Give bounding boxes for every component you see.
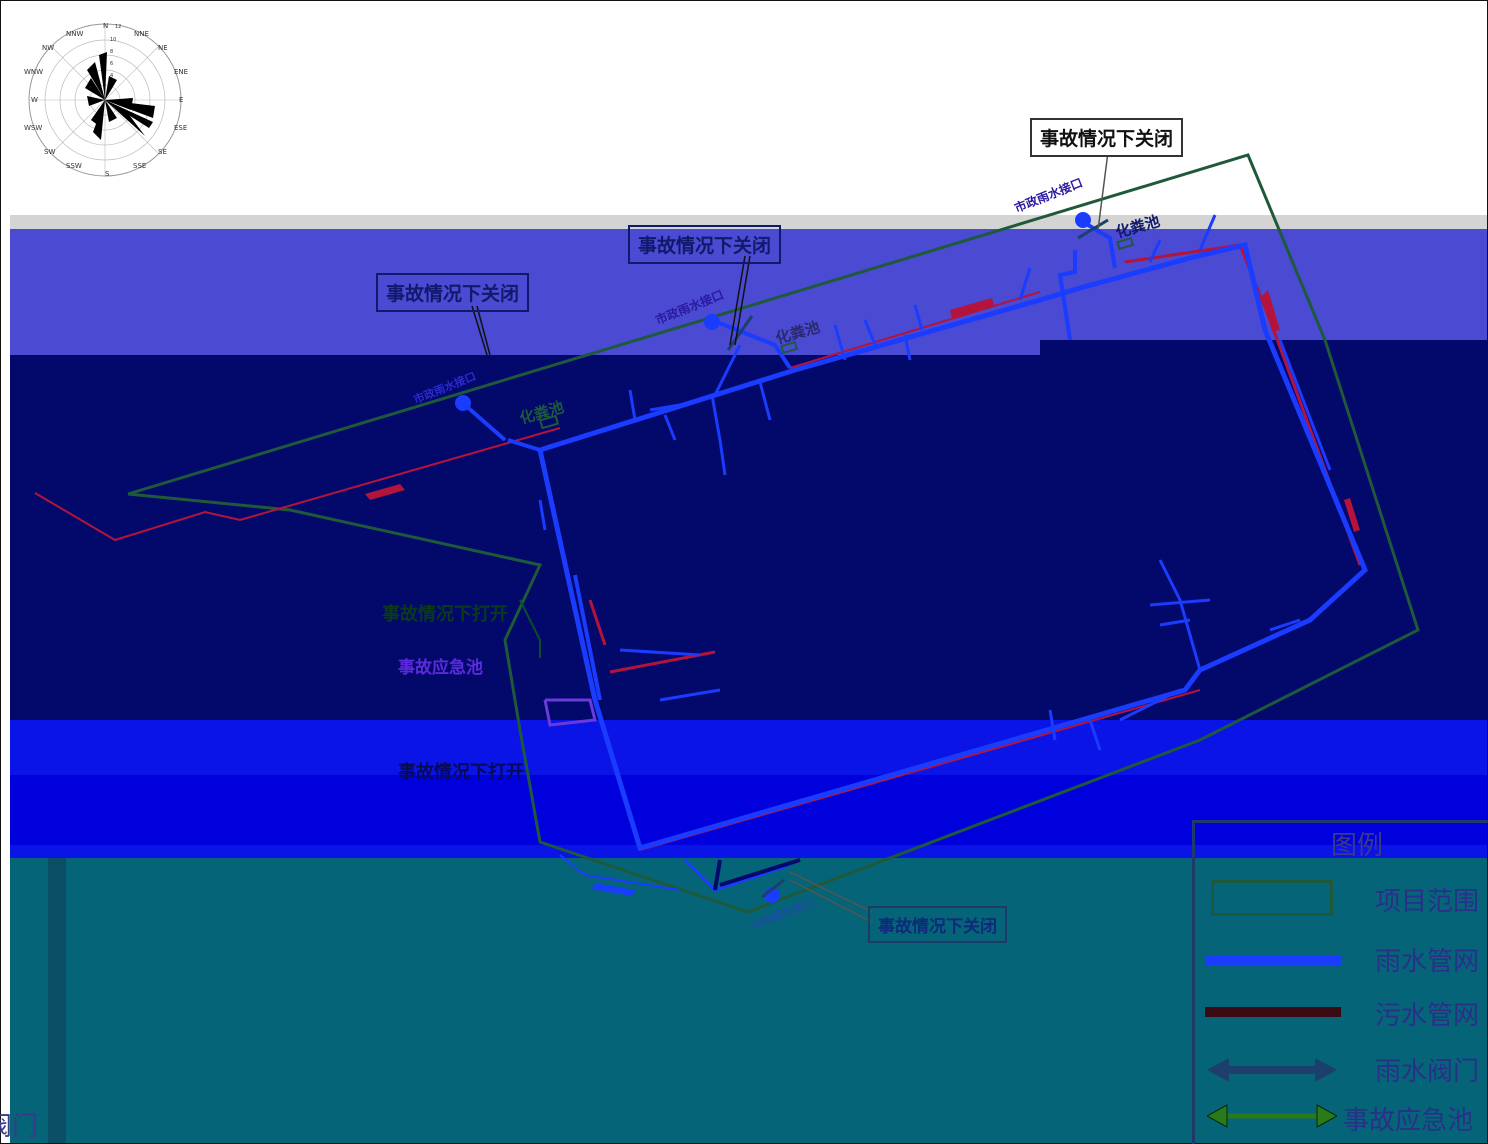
- sewage-pipe-north: [789, 291, 1041, 369]
- compass-ring-4: 4: [110, 73, 114, 79]
- compass-ring-6: 6: [110, 61, 114, 67]
- compass-label-wsw: WSW: [24, 124, 43, 132]
- compass-ring-10: 10: [110, 37, 117, 43]
- compass-label-ene: ENE: [174, 68, 189, 76]
- compass-ring-12: 12: [115, 24, 122, 30]
- compass-label-ssw: SSW: [66, 162, 82, 170]
- callout-close-bottom: 事故情况下关闭: [868, 906, 1007, 943]
- septic-tank: [780, 340, 799, 355]
- legend-symbol-boundary: [1211, 880, 1333, 916]
- band-light: [10, 215, 1488, 229]
- label-open-lower: 事故情况下打开: [398, 762, 524, 783]
- compass-label-se: SE: [158, 148, 167, 156]
- legend-symbol-rain-valve: [1207, 1058, 1337, 1082]
- outlet-node: [1075, 212, 1091, 228]
- legend-title: 图例: [1331, 831, 1384, 861]
- legend-label-sewage-pipe: 污水管网: [1375, 1001, 1480, 1031]
- compass-label-ese: ESE: [174, 124, 188, 132]
- legend-fragment-valve: 阀门: [0, 1112, 39, 1142]
- band-navy: [10, 355, 1488, 735]
- compass-label-n: N: [103, 22, 109, 30]
- legend: 图例 项目范围 雨水管网 污水管网 雨水阀门 事故应急池: [1192, 820, 1488, 1144]
- outlet-node: [455, 395, 471, 411]
- legend-label-emergency-pool: 事故应急池: [1343, 1106, 1474, 1136]
- legend-label-rain-valve: 雨水阀门: [1375, 1057, 1480, 1087]
- compass-label-nnw: NNW: [66, 30, 84, 38]
- band-teal: [10, 858, 1488, 1144]
- compass-label-s: S: [105, 170, 110, 178]
- legend-symbol-sewage-pipe: [1205, 1007, 1341, 1017]
- compass-label-sse: SSE: [133, 162, 147, 170]
- rain-valve: [726, 218, 1109, 899]
- compass-label-nw: NW: [42, 44, 55, 52]
- compass-label-sw: SW: [44, 148, 56, 156]
- callout-close-left: 事故情况下关闭: [376, 273, 530, 312]
- callout-close-mid: 事故情况下关闭: [628, 225, 782, 264]
- compass-label-ne: NE: [158, 44, 168, 52]
- septic-tank: [538, 414, 560, 430]
- septic-tank: [1116, 236, 1135, 251]
- label-open-upper: 事故情况下打开: [382, 604, 508, 625]
- label-emergency-pool: 事故应急池: [398, 658, 483, 678]
- legend-label-rain-pipe: 雨水管网: [1375, 947, 1480, 977]
- callout-close-top-right: 事故情况下关闭: [1030, 118, 1184, 157]
- rain-pipe-loop: [537, 241, 1368, 852]
- legend-label-boundary: 项目范围: [1375, 887, 1480, 917]
- wind-rose: [28, 23, 182, 177]
- legend-symbol-rain-pipe: [1205, 956, 1341, 966]
- sewage-pipe-west: [34, 427, 561, 542]
- outlet-node: [704, 314, 720, 330]
- compass-label-e: E: [179, 96, 184, 104]
- emergency-pool-outline: [543, 698, 597, 727]
- compass-ring-8: 8: [110, 49, 114, 55]
- compass-label-nne: NNE: [134, 30, 149, 38]
- compass-label-w: W: [31, 96, 38, 104]
- project-boundary: [127, 153, 1420, 914]
- legend-symbol-emergency-pool: [1207, 1104, 1337, 1128]
- compass-label-wnw: WNW: [24, 68, 44, 76]
